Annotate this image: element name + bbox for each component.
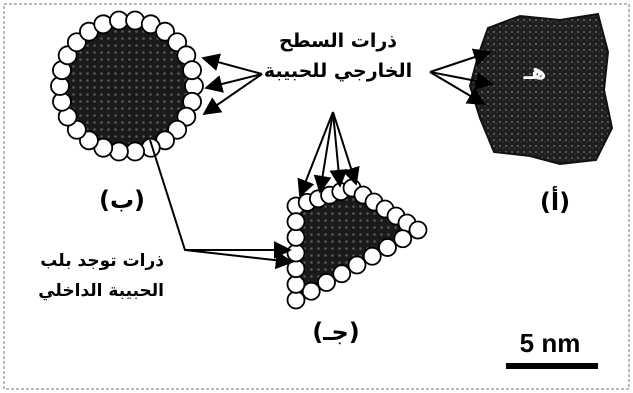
particle-a-micrograph [468,12,614,166]
panel-a-label: (أ) [539,188,571,216]
arrow-to-a-low [429,71,486,105]
arrow-to-a-mid [429,71,494,90]
arrow-inner-c [149,139,292,259]
surface-atom-c [286,290,306,310]
surface-arrows [201,48,494,198]
arrow-to-c-4 [332,111,360,186]
surface-atoms-label: ذرات السطح الخارجي للحبيبة [258,26,418,86]
arrow-to-c-1 [297,111,334,198]
surface-atoms-label-line-1: ذرات السطح [278,30,398,52]
panel-c-label: (جـ) [312,318,360,346]
panel-b-label: (ب) [98,186,146,214]
inner-atoms-label-line-1: ذرات توجد بلب [40,251,164,271]
surface-atom-c [408,220,428,240]
surface-atom-c [286,274,306,294]
particle-b-core [67,26,187,146]
arrow-to-b-mid [204,73,263,93]
arrow-to-b-top [201,53,263,75]
surface-atom-c [393,229,413,249]
surface-atom-c [286,227,306,247]
micrograph-marker: هـ [523,60,547,85]
scale-bar-label: 5 nm [519,328,581,358]
figure-frame [3,3,630,390]
inner-atoms-label-line-2: الحبيبة الداخلي [38,281,164,301]
surface-atoms-label-line-2: الخارجي للحبيبة [263,60,413,82]
surface-atom-c [301,281,321,301]
arrow-to-b-low [202,73,263,116]
surface-atom-b [182,60,202,81]
arrow-to-a-top [429,48,492,73]
arrow-to-c-3 [329,111,348,188]
surface-atom-c [332,264,352,284]
particle-b-surface-atoms [50,10,204,162]
surface-atom-c [347,255,367,275]
surface-atom-c [286,212,306,232]
particle-b [50,10,204,162]
inner-atoms-label: ذرات توجد بلب الحبيبة الداخلي [38,246,164,306]
surface-atom-c [362,246,382,266]
surface-atom-c [317,273,336,292]
inner-arrows [149,139,294,270]
arrow-to-c-2 [313,111,334,194]
surface-atom-c [286,243,306,263]
particle-c [286,178,428,310]
arrow-inner-c-2 [184,249,294,270]
surface-atom-c [378,238,397,257]
